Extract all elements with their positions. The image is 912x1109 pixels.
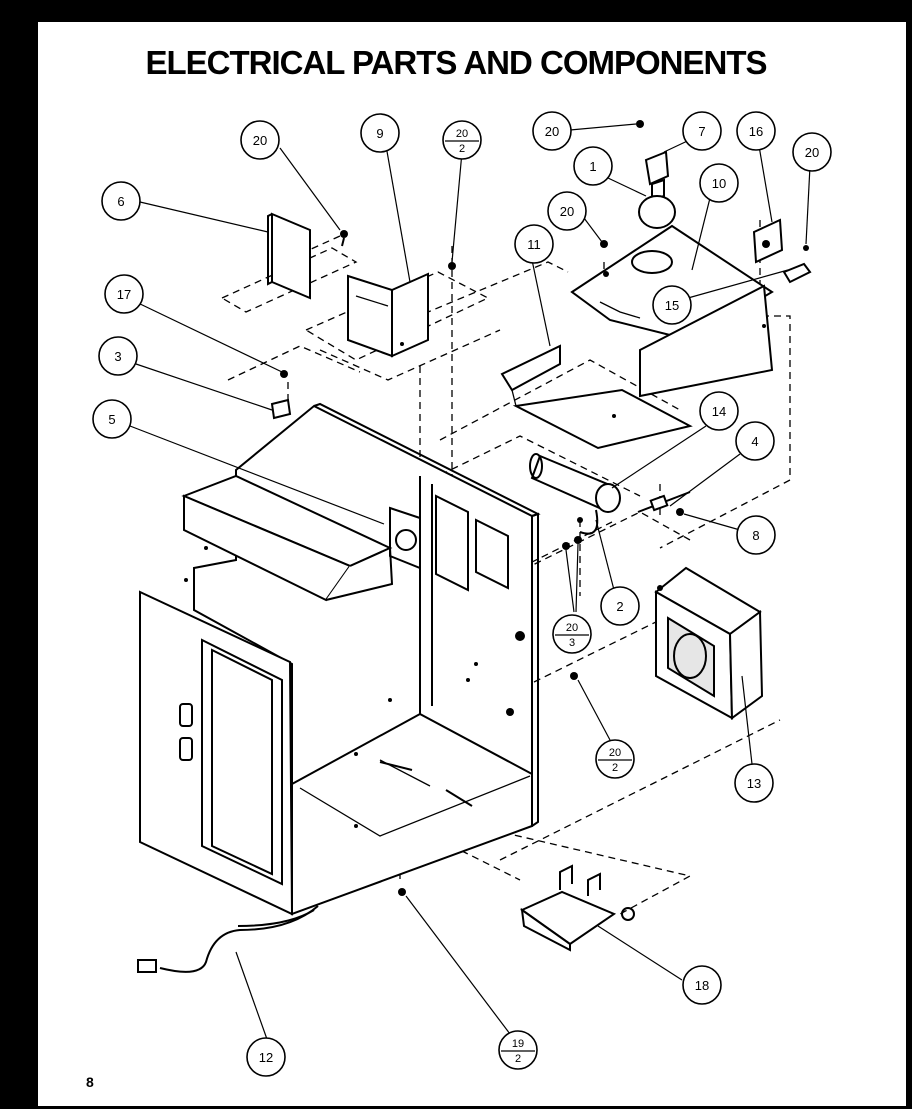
svg-text:13: 13 [747,776,761,791]
callout-4: 4 [735,421,775,461]
callout-20: 20 [240,120,280,160]
svg-text:17: 17 [117,287,131,302]
leader-lines [129,123,811,1043]
svg-text:8: 8 [752,528,759,543]
svg-text:2: 2 [612,762,618,774]
svg-text:15: 15 [665,298,679,313]
screw-8 [676,508,684,516]
svg-text:3: 3 [114,349,121,364]
callout-8: 8 [736,515,776,555]
part-11-air-guide [500,344,693,450]
part-2-capacitor-strap [577,509,599,535]
svg-text:7: 7 [698,124,705,139]
svg-text:9: 9 [376,126,383,141]
callout-2: 2 [600,586,640,626]
svg-text:20: 20 [456,128,468,140]
callout-1: 1 [573,146,613,186]
svg-text:20: 20 [253,133,267,148]
cabinet-chassis [139,402,541,916]
svg-text:16: 16 [749,124,763,139]
part-1-lamp-socket [636,120,676,229]
callout-9: 9 [360,113,400,153]
part-12-power-cord [137,905,319,973]
callout-10: 10 [699,163,739,203]
callout-16: 16 [736,111,776,151]
svg-text:20: 20 [805,145,819,160]
page-number: 8 [86,1074,94,1090]
callout-17: 17 [104,274,144,314]
callout-20-over-2-top: 20 2 [442,120,482,160]
callout-20-over-3: 20 3 [552,614,592,654]
svg-text:18: 18 [695,978,709,993]
callout-15: 15 [652,285,692,325]
part-10-lamp-housing [570,224,774,398]
svg-text:20: 20 [566,622,578,634]
svg-text:12: 12 [259,1050,273,1065]
part-13-transformer [654,566,764,720]
callout-20-lamp-mid: 20 [547,191,587,231]
part-16-fuse-holder [752,218,809,264]
svg-text:2: 2 [616,599,623,614]
screws-20-3 [562,536,582,550]
part-6-cover-plate [267,212,311,300]
part-18-mounting-bracket [519,864,635,952]
svg-text:6: 6 [117,194,124,209]
svg-text:3: 3 [569,637,575,649]
part-4-diode [637,491,691,513]
screw-20-top-left [340,230,348,247]
part-7-bulb [644,150,670,186]
page-title: ELECTRICAL PARTS AND COMPONENTS [145,44,767,81]
callout-11: 11 [514,224,554,264]
callout-18: 18 [682,965,722,1005]
svg-text:20: 20 [560,204,574,219]
svg-text:2: 2 [515,1053,521,1065]
svg-text:19: 19 [512,1038,524,1050]
part-15-fuse [782,262,812,284]
svg-text:11: 11 [527,237,541,252]
callout-20-right: 20 [792,132,832,172]
svg-text:14: 14 [712,404,726,419]
svg-text:20: 20 [545,124,559,139]
svg-text:20: 20 [609,747,621,759]
callout-20-lamp-top: 20 [532,111,572,151]
callout-3: 3 [98,336,138,376]
svg-text:1: 1 [589,159,596,174]
callout-13: 13 [734,763,774,803]
callout-6: 6 [101,181,141,221]
callout-19-over-2: 19 2 [498,1030,538,1070]
callout-5: 5 [92,399,132,439]
svg-text:2: 2 [459,143,465,155]
svg-text:5: 5 [108,412,115,427]
svg-text:4: 4 [751,434,758,449]
callout-7: 7 [682,111,722,151]
screw-20-2-mid [570,672,578,680]
screw-19-2 [398,888,406,896]
callout-20-over-2-mid: 20 2 [595,739,635,779]
part-3-switch [270,398,292,420]
callout-14: 14 [699,391,739,431]
screw-20-2-top [448,262,456,270]
part-14-capacitor [529,453,621,513]
callout-12: 12 [246,1037,286,1077]
svg-text:10: 10 [712,176,726,191]
part-9-angle-bracket [347,272,429,358]
